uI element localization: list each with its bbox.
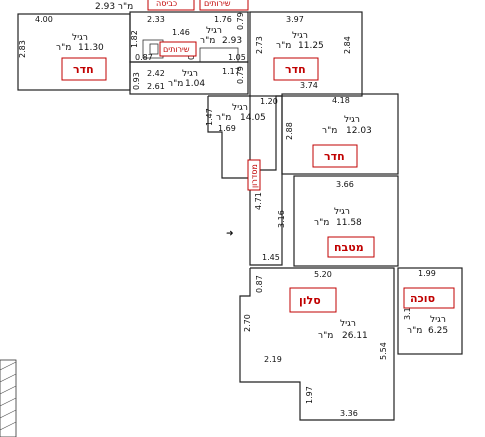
room-line1: רגיל xyxy=(430,315,446,325)
room-area: 6.25 xyxy=(428,326,448,336)
dim-117: 1.17 xyxy=(222,67,240,76)
room-living: 5.20 0.87 2.70 2.19 1.97 3.36 5.54 סלון … xyxy=(239,267,395,421)
room-unit: מ"ר xyxy=(168,79,183,89)
room-unit: מ"ר xyxy=(276,41,291,51)
dim-top: 3.66 xyxy=(336,180,354,189)
dim-left: 2.88 xyxy=(285,122,294,140)
dim-top: 1.99 xyxy=(418,269,436,278)
room-unit: מ"ר xyxy=(318,331,333,341)
dim-step: 1.97 xyxy=(305,386,314,404)
dim-left-top: 0.87 xyxy=(255,275,264,293)
dim-079b: 0.79 xyxy=(236,66,245,84)
room-unit: מ"ר xyxy=(216,113,231,123)
hatched-wall xyxy=(0,359,17,437)
room-area: 1.04 xyxy=(185,79,205,89)
dim-step: 1.20 xyxy=(260,97,278,106)
dim-233: 2.33 xyxy=(147,15,165,24)
room-line1: רגיל xyxy=(344,115,360,125)
room-unit: מ"ר xyxy=(322,126,337,136)
room-area: 12.03 xyxy=(346,126,372,136)
room-line1: רגיל xyxy=(206,26,222,36)
dim-right: 5.54 xyxy=(379,342,388,360)
room-line1: רגיל xyxy=(232,103,248,113)
dim-079a: 0.79 xyxy=(236,12,245,30)
room-corridor: רגיל מ"ר 14.05 1.69 1.47 4.71 1.45 1.20 … xyxy=(205,95,283,266)
dim-mid: 1.46 xyxy=(172,28,190,37)
room-bedroom-left: 4.00 2.83 רגיל מ"ר 11.30 חדר xyxy=(17,13,131,91)
room-bedroom-right-top: 3.97 2.73 2.84 3.74 רגיל מ"ר 11.25 חדר xyxy=(249,11,363,97)
dim-right: 2.84 xyxy=(343,36,352,54)
dim-left: 2.73 xyxy=(255,36,264,54)
room-line1: רגיל xyxy=(182,69,198,79)
dim-top: 2.42 xyxy=(147,69,165,78)
room-area: 11.25 xyxy=(298,41,324,51)
room-unit: מ"ר xyxy=(56,43,71,53)
room-type-label: חדר xyxy=(73,63,94,76)
dim-mid: 2.19 xyxy=(264,355,282,364)
corridor-label: מסדרון xyxy=(250,164,259,188)
room-tag xyxy=(61,57,107,81)
entrance-arrow-icon: ➜ xyxy=(226,229,234,239)
room-line1: רגיל xyxy=(340,319,356,329)
dim-left: 2.70 xyxy=(243,314,252,332)
laundry-label: כביסה xyxy=(156,0,177,8)
room-type-label: סוכה xyxy=(410,292,435,305)
room-line1: רגיל xyxy=(292,31,308,41)
dim-top: 5.20 xyxy=(314,270,332,279)
room-unit: מ"ר xyxy=(314,218,329,228)
dim-bottom: 2.61 xyxy=(147,82,165,91)
laundry-area: 2.93 מ"ר xyxy=(95,2,133,12)
toilets-lower-label: שירותים xyxy=(163,45,190,54)
room-bedroom-right-mid: 4.18 2.88 רגיל מ"ר 12.03 חדר xyxy=(281,93,399,175)
toilets-upper-label: שירותים xyxy=(204,0,231,8)
room-unit: מ"ר xyxy=(200,36,215,46)
room-kitchen: 3.66 3.16 רגיל מ"ר 11.58 מטבח xyxy=(277,175,399,267)
dim-093b: 0.93 xyxy=(132,72,141,90)
dim-bottom: 1.45 xyxy=(262,253,280,262)
room-area: 26.11 xyxy=(342,331,368,341)
dim-left: 2.83 xyxy=(18,40,27,58)
room-line1: רגיל xyxy=(334,207,350,217)
room-area: 14.05 xyxy=(240,113,266,123)
room-toilets-lower: שירותים 2.42 2.61 0.93 רגיל מ"ר 1.04 1.1… xyxy=(129,41,249,95)
room-type-label: חדר xyxy=(324,150,345,163)
dim-087: 0.87 xyxy=(135,53,153,62)
dim-top: 4.00 xyxy=(35,15,53,24)
dim-182: 1.82 xyxy=(130,30,139,48)
room-type-label: סלון xyxy=(299,294,321,307)
dim-mid: 4.71 xyxy=(254,192,263,210)
dim-left: 3.16 xyxy=(277,210,286,228)
dim-bottom: 3.74 xyxy=(300,81,318,90)
room-area: 2.93 xyxy=(222,36,242,46)
room-area: 11.58 xyxy=(336,218,362,228)
room-area: 11.30 xyxy=(78,43,104,53)
dim-left: 1.47 xyxy=(205,108,214,126)
dim-left: 3.14 xyxy=(403,302,412,320)
dim-top: 3.97 xyxy=(286,15,304,24)
dim-bottom: 1.05 xyxy=(228,53,246,62)
dim-top: 1.69 xyxy=(218,124,236,133)
dim-top: 4.18 xyxy=(332,96,350,105)
room-line1: רגיל xyxy=(72,33,88,43)
room-type-label: חדר xyxy=(285,63,306,76)
dim-bottom: 3.36 xyxy=(340,409,358,418)
room-type-label: מטבח xyxy=(334,241,364,254)
room-sukkah: 1.99 3.14 סוכה רגיל מ"ר 6.25 xyxy=(397,267,463,355)
room-unit: מ"ר xyxy=(407,326,422,336)
dim-top: 1.76 xyxy=(214,15,232,24)
